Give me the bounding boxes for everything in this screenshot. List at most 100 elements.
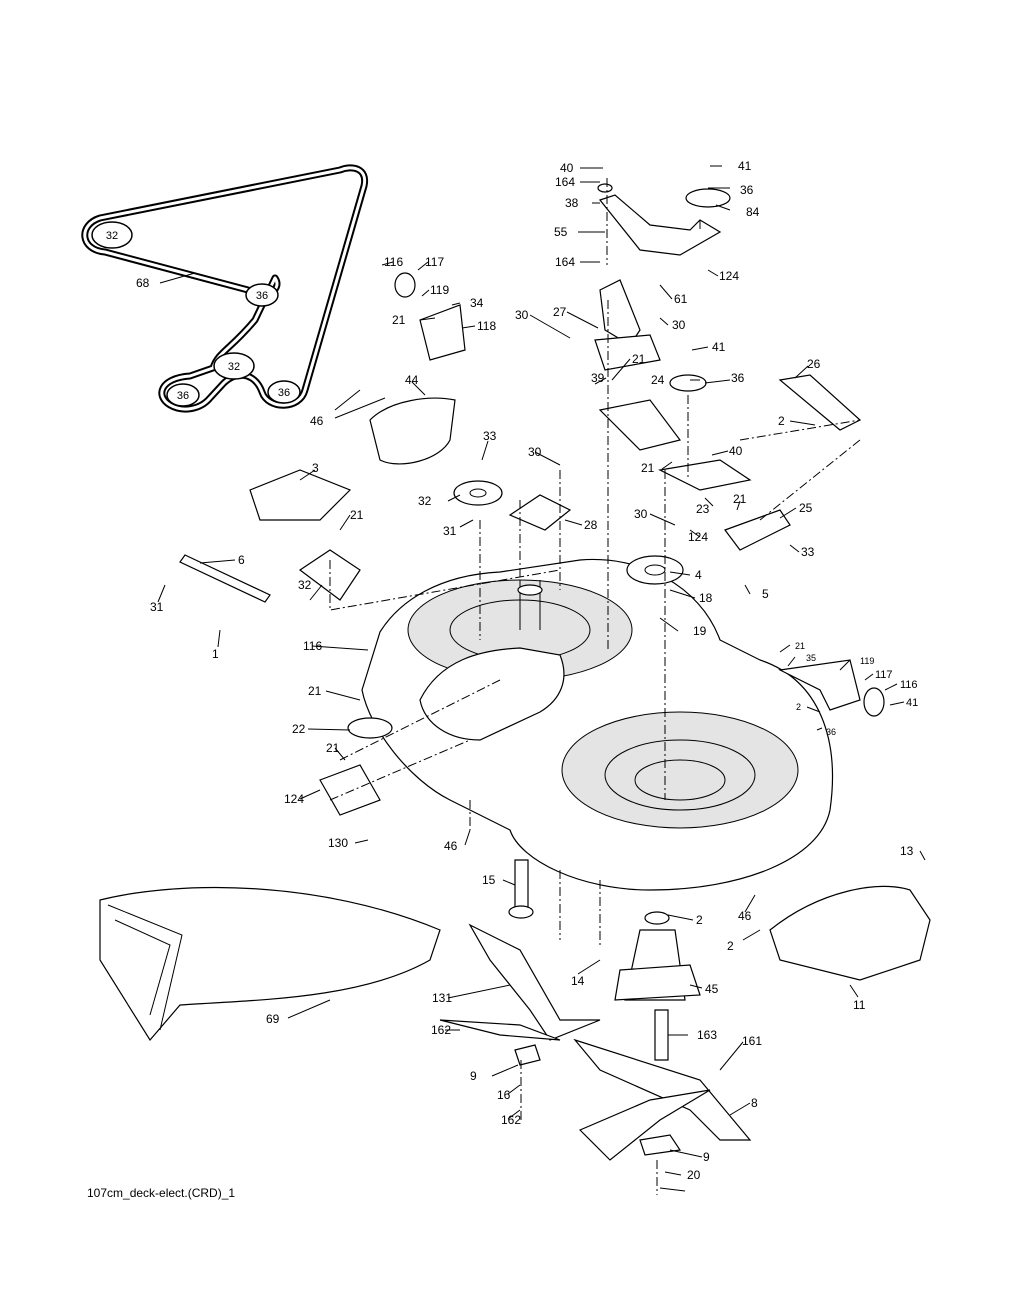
callout-31-b: 19 (693, 624, 707, 638)
callout-68: 68 (136, 276, 150, 290)
spindles-blades (439, 859, 752, 1161)
diagram-caption: 107cm_deck-elect.(CRD)_1 (87, 1186, 236, 1200)
callout-36-a: 36 (740, 183, 754, 197)
callout-21-f: 33 (801, 545, 815, 559)
pulley-label-4: 36 (177, 390, 189, 402)
callout-11: 131 (432, 991, 452, 1005)
callout-30-b: 30 (672, 318, 686, 332)
callout-32-b: 18 (699, 591, 713, 605)
callout-118: 118 (477, 319, 496, 333)
callout-116-b: 21 (795, 641, 805, 651)
callout-131: 69 (266, 1012, 280, 1026)
callout-28: 28 (584, 518, 598, 532)
callout-21-e: 21 (350, 508, 364, 522)
callout-41-a: 41 (738, 159, 752, 173)
callout-25: 25 (799, 501, 813, 515)
callout-23: 23 (696, 502, 710, 516)
belt-routing: 32 36 32 36 36 (81, 164, 369, 413)
callout-44: 44 (405, 373, 419, 387)
callout-1: 116 (303, 639, 322, 653)
callout-45: 11 (853, 998, 866, 1012)
callout-15: 2 (696, 913, 703, 927)
callout-30-c: 30 (528, 445, 542, 459)
callout-21-c: 21 (641, 461, 655, 475)
callout-161: 162 (431, 1023, 451, 1037)
callout-22: 21 (326, 741, 340, 755)
callout-164-a: 164 (555, 175, 575, 189)
assembly-lines (329, 178, 861, 1195)
callout-2-d: 14 (571, 974, 585, 988)
callout-119-a: 119 (430, 283, 449, 297)
callout-38: 38 (565, 196, 579, 210)
callout-numbers: 40 41 164 36 38 84 55 164 124 116 117 68… (136, 159, 918, 1182)
callout-16: 8 (751, 1096, 758, 1110)
callout-21-b: 21 (632, 352, 646, 366)
callout-40-b: 40 (729, 444, 743, 458)
callout-46-b: 13 (900, 844, 914, 858)
pulley-label-1: 32 (106, 230, 118, 242)
pulley-label-5: 36 (278, 387, 290, 399)
callout-5: 31 (150, 600, 164, 614)
callout-4: 32 (298, 578, 312, 592)
callout-46-a: 46 (310, 414, 324, 428)
callout-116-c: 41 (906, 697, 918, 709)
callout-40-a: 40 (560, 161, 574, 175)
callout-84: 84 (746, 205, 760, 219)
deflector-shield (769, 885, 931, 981)
callout-124-b: 124 (688, 530, 708, 544)
callout-55: 55 (554, 225, 568, 239)
callout-41-b: 41 (712, 340, 726, 354)
callout-32-a: 32 (418, 494, 432, 508)
callout-2-c: 46 (738, 909, 752, 923)
callout-41-c: 21 (308, 684, 322, 698)
callout-36-c: 22 (292, 722, 306, 736)
callout-14: 45 (705, 982, 719, 996)
callout-21-d: 21 (733, 492, 747, 506)
callout-6: 6 (238, 553, 245, 567)
callout-46-c: 2 (727, 939, 734, 953)
callout-2-b: 36 (826, 727, 836, 737)
pulley-label-3: 32 (228, 361, 240, 373)
callout-9-b: 20 (687, 1168, 701, 1182)
callout-116-a: 116 (384, 255, 403, 269)
callout-117-a: 117 (425, 255, 444, 269)
callout-8: 162 (501, 1113, 521, 1127)
callout-3: 3 (312, 461, 319, 475)
callout-119-b: 117 (875, 669, 893, 681)
callout-163: 161 (742, 1034, 762, 1048)
pulley-label-2: 36 (256, 290, 268, 302)
callout-34: 34 (470, 296, 484, 310)
callout-31-a: 31 (443, 524, 457, 538)
callout-33-b: 4 (695, 568, 702, 582)
callout-19: 1 (212, 647, 219, 661)
callout-21-a: 21 (392, 313, 406, 327)
callout-21-g: 35 (806, 653, 816, 663)
callout-61: 61 (674, 292, 688, 306)
callout-21-i: 124 (284, 792, 304, 806)
callout-130: 46 (444, 839, 458, 853)
callout-2-a: 2 (778, 414, 785, 428)
callout-124-a: 124 (719, 269, 739, 283)
callout-9-a: 16 (497, 1088, 511, 1102)
callout-164-b: 164 (555, 255, 575, 269)
callout-117-b: 116 (900, 679, 918, 691)
callout-26: 26 (807, 357, 821, 371)
callout-21-h: 2 (796, 702, 801, 712)
right-idler-assembly (778, 659, 885, 717)
callout-35: 119 (860, 656, 874, 666)
callout-27: 27 (553, 305, 567, 319)
callout-30-d: 30 (634, 507, 648, 521)
discharge-chute (99, 886, 441, 1042)
callout-69: 163 (697, 1028, 717, 1042)
callout-24: 24 (651, 373, 665, 387)
callout-124-c: 130 (328, 836, 348, 850)
callout-30-a: 30 (515, 308, 529, 322)
callout-162-b: 9 (703, 1150, 710, 1164)
tensioner-bracket (594, 183, 862, 585)
callout-18: 5 (762, 587, 769, 601)
callout-33-a: 33 (483, 429, 497, 443)
callout-13: 15 (482, 873, 496, 887)
callout-39: 39 (591, 371, 605, 385)
callout-leaders (157, 165, 926, 1192)
